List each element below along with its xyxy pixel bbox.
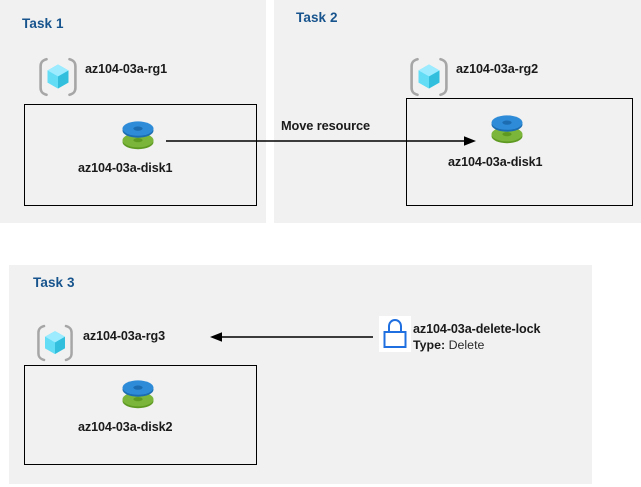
resource-group-icon	[410, 57, 448, 97]
resource-group-box-task1	[24, 104, 257, 206]
move-resource-arrow	[166, 136, 476, 146]
resource-label-disk1: az104-03a-disk1	[78, 161, 173, 175]
task-title-task1: Task 1	[22, 16, 64, 31]
resource-group-label-rg1: az104-03a-rg1	[85, 62, 168, 76]
managed-disk-icon	[491, 115, 523, 144]
managed-disk-icon	[122, 121, 154, 150]
resource-group-box-task2	[406, 98, 633, 206]
lock-icon	[379, 316, 411, 352]
resource-label-disk1-moved: az104-03a-disk1	[448, 155, 543, 169]
task-title-task3: Task 3	[33, 275, 75, 290]
task-title-task2: Task 2	[296, 10, 338, 25]
lock-applies-arrow	[210, 332, 373, 342]
managed-disk-icon	[122, 380, 154, 409]
move-resource-label: Move resource	[281, 118, 371, 133]
lock-text-block: az104-03a-delete-lock Type: Delete	[413, 322, 541, 353]
lock-type-value: Delete	[448, 338, 485, 352]
lock-type-key: Type:	[413, 338, 446, 352]
resource-group-label-rg2: az104-03a-rg2	[456, 62, 539, 76]
resource-group-icon	[37, 324, 73, 362]
lock-type-line: Type: Delete	[413, 337, 540, 353]
resource-group-label-rg3: az104-03a-rg3	[83, 329, 166, 343]
lock-name-label: az104-03a-delete-lock	[413, 322, 541, 336]
resource-group-icon	[39, 57, 77, 97]
resource-label-disk2: az104-03a-disk2	[78, 420, 173, 434]
